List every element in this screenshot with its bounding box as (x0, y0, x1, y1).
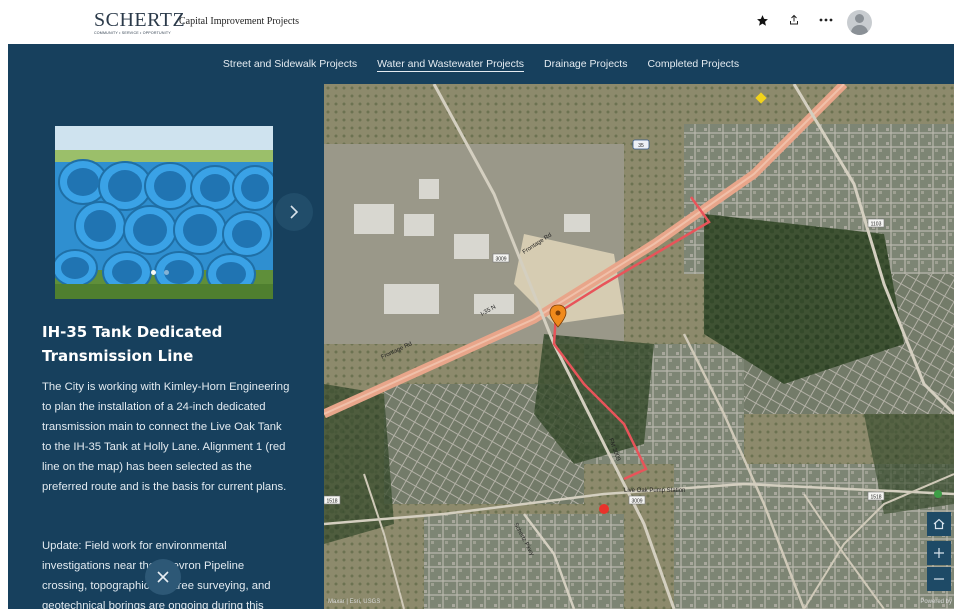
project-update: Update: Field work for environmental inv… (42, 540, 271, 609)
route-1518-shield: 1518 (326, 499, 337, 505)
project-location-marker[interactable] (549, 304, 567, 328)
tab-drainage[interactable]: Drainage Projects (544, 58, 628, 70)
satellite-map[interactable]: 35 3009 1103 1518 1518 3009 Frontage Rd … (324, 84, 954, 609)
star-icon[interactable] (754, 12, 770, 28)
logo-text: SCHERTZ (94, 9, 186, 31)
tab-water-wastewater[interactable]: Water and Wastewater Projects (377, 44, 524, 84)
schertz-logo[interactable]: SCHERTZ COMMUNITY • SERVICE • OPPORTUNIT… (94, 9, 186, 36)
powered-by[interactable]: Powered by (920, 599, 952, 605)
zoom-in-button[interactable] (927, 541, 951, 565)
category-nav: Street and Sidewalk Projects Water and W… (8, 44, 954, 84)
site-marker[interactable] (934, 490, 942, 498)
carousel-next-button[interactable] (275, 193, 313, 231)
carousel-dots (151, 270, 169, 275)
carousel-dot-2[interactable] (164, 270, 169, 275)
project-description: The City is working with Kimley-Horn Eng… (42, 381, 290, 493)
close-icon[interactable] (145, 559, 181, 595)
share-icon[interactable] (786, 12, 802, 28)
route-1103-shield: 1103 (871, 222, 882, 228)
pump-station-marker[interactable] (599, 504, 609, 514)
tab-street-sidewalk[interactable]: Street and Sidewalk Projects (222, 58, 358, 70)
route-3009-shield: 3009 (495, 257, 506, 263)
project-photo (55, 126, 273, 299)
user-avatar-icon[interactable] (847, 10, 872, 35)
header-actions (754, 12, 834, 28)
story-panel[interactable]: IH-35 Tank Dedicated Transmission Line T… (8, 84, 324, 609)
project-title: IH-35 Tank Dedicated Transmission Line (42, 323, 223, 365)
map-canvas[interactable]: 35 3009 1103 1518 1518 3009 Frontage Rd … (324, 84, 954, 609)
route-3009b-shield: 3009 (631, 499, 642, 505)
carousel-dot-1[interactable] (151, 270, 156, 275)
route-1518b-shield: 1518 (870, 495, 881, 501)
app-header: SCHERTZ COMMUNITY • SERVICE • OPPORTUNIT… (0, 0, 954, 44)
pump-station-label: Live Oak Pump Station (624, 488, 685, 494)
interstate-shield: 35 (638, 143, 644, 149)
tab-completed[interactable]: Completed Projects (647, 58, 740, 70)
map-attribution: Maxar | Esri, USGS (328, 599, 381, 605)
app-title: Capital Improvement Projects (179, 16, 299, 27)
zoom-out-button[interactable] (927, 567, 951, 591)
alignment-route-line[interactable] (552, 196, 711, 481)
home-icon[interactable] (927, 512, 951, 536)
more-icon[interactable] (818, 12, 834, 28)
logo-tagline: COMMUNITY • SERVICE • OPPORTUNITY (94, 31, 171, 35)
